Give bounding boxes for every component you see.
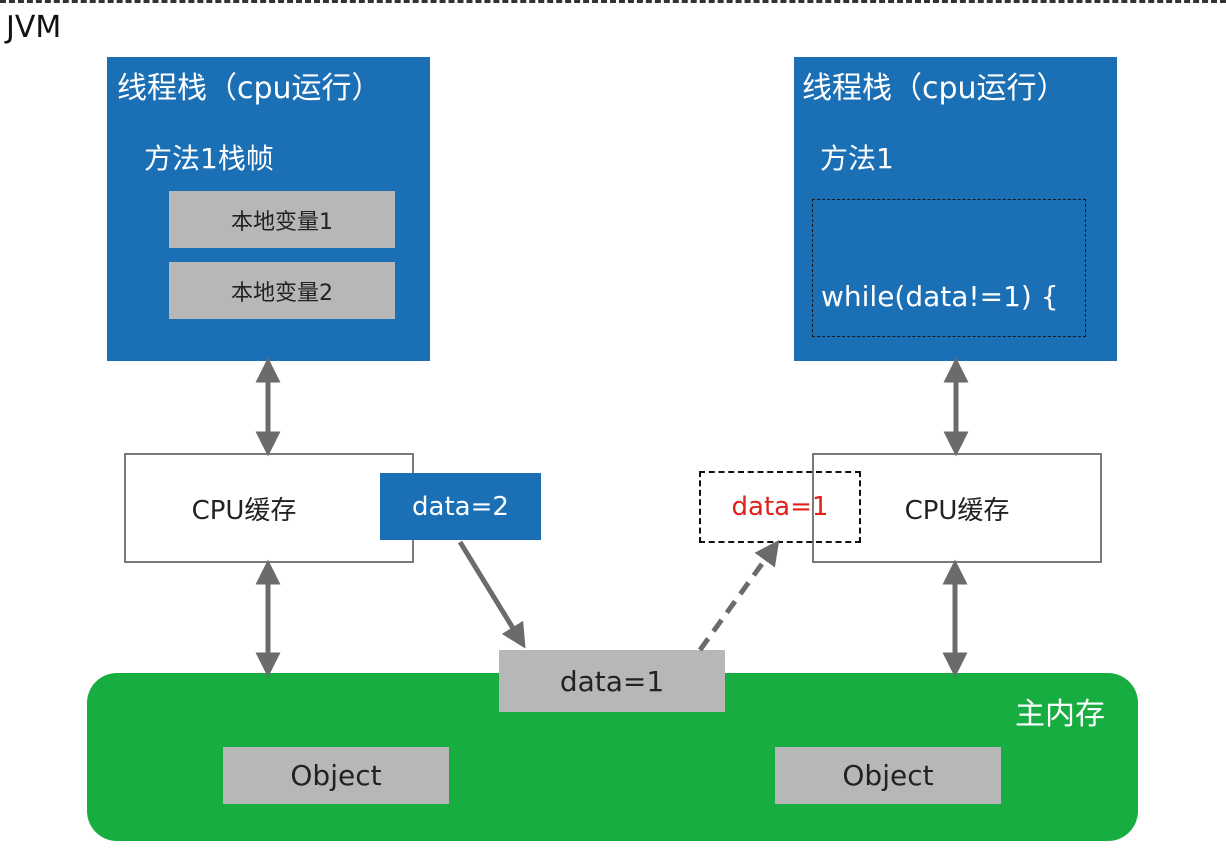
right-cache-data: data=1 [699, 471, 861, 543]
main-memory-data: data=1 [499, 650, 725, 712]
object-right: Object [775, 747, 1001, 804]
right-cpu-cache-label: CPU缓存 [904, 495, 1010, 526]
jvm-label: JVM [6, 10, 62, 45]
left-frame-label: 方法1栈帧 [144, 142, 274, 175]
right-method-label: 方法1 [820, 142, 894, 175]
code-line-1: while(data!=1) { [821, 280, 1059, 313]
refresh-dashed-arrow [697, 539, 780, 652]
main-memory-label: 主内存 [1015, 697, 1105, 732]
local-variable-2: 本地变量2 [169, 262, 395, 319]
local-variable-1: 本地变量1 [169, 191, 395, 248]
jvm-boundary [0, 0, 1226, 6]
right-thread-stack: 线程栈（cpu运行） 方法1 while(data!=1) { // 逻辑处理 … [794, 57, 1117, 541]
left-cache-data: data=2 [380, 473, 541, 540]
right-thread-title: 线程栈（cpu运行） [802, 71, 1067, 106]
write-back-arrow [457, 540, 526, 649]
object-left: Object [223, 747, 449, 804]
left-cpu-cache-label: CPU缓存 [191, 495, 297, 526]
left-thread-stack: 线程栈（cpu运行） 方法1栈帧 本地变量1 本地变量2 [107, 57, 430, 361]
left-thread-title: 线程栈（cpu运行） [117, 71, 382, 106]
